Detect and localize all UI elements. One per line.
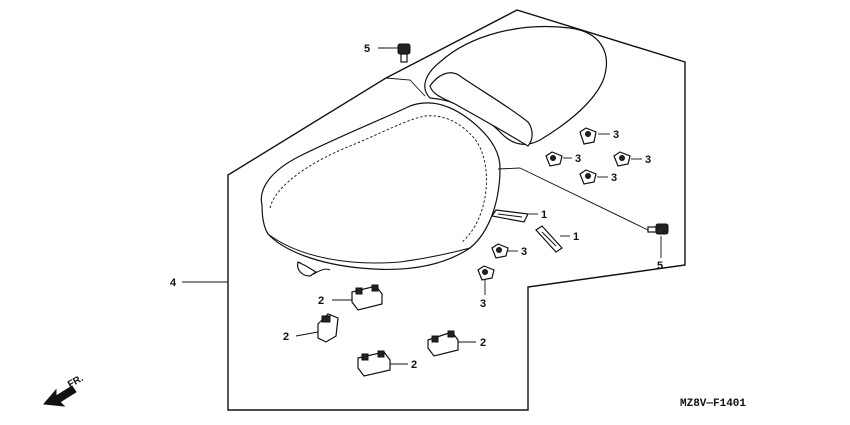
callout-3-d: 3 bbox=[611, 172, 617, 184]
direction-label: FR. bbox=[66, 373, 86, 391]
bracket-a bbox=[351, 284, 383, 311]
front-direction-indicator: FR. bbox=[42, 373, 86, 407]
rubber-strip-2 bbox=[535, 225, 563, 253]
assembly-boundary bbox=[227, 9, 686, 411]
grommet-b bbox=[545, 151, 563, 167]
bracket-d bbox=[357, 350, 391, 377]
rubber-strip-1 bbox=[490, 209, 529, 223]
callout-3-b: 3 bbox=[575, 153, 581, 165]
callout-3-f: 3 bbox=[480, 298, 486, 310]
seat-hook bbox=[297, 261, 318, 277]
rider-seat bbox=[260, 102, 501, 270]
bolt-top bbox=[397, 43, 411, 63]
bracket-c bbox=[427, 330, 459, 357]
callout-4: 4 bbox=[170, 277, 177, 289]
diagram-code: MZ8V—F1401 bbox=[680, 398, 746, 410]
pillion-band bbox=[429, 72, 533, 147]
callout-3-a: 3 bbox=[613, 129, 619, 141]
pillion-pad bbox=[424, 25, 607, 146]
callout-3-c: 3 bbox=[645, 154, 651, 166]
grommet-f bbox=[477, 265, 495, 281]
callout-2-b: 2 bbox=[283, 331, 289, 343]
rider-seat-edge bbox=[267, 233, 471, 264]
callout-5-top: 5 bbox=[364, 43, 370, 55]
callout-1-upper: 1 bbox=[541, 209, 547, 221]
callout-5-right: 5 bbox=[657, 260, 663, 272]
callout-1-lower: 1 bbox=[573, 231, 579, 243]
arrow-icon bbox=[42, 385, 77, 407]
callout-3-e: 3 bbox=[521, 246, 527, 258]
grommet-e bbox=[491, 243, 509, 259]
grommet-d bbox=[579, 169, 597, 185]
seat bbox=[260, 25, 607, 277]
callout-2-c: 2 bbox=[480, 337, 486, 349]
grommet-a bbox=[579, 127, 597, 145]
grommet-c bbox=[613, 151, 631, 167]
rider-seat-stitch bbox=[269, 115, 487, 243]
callout-2-d: 2 bbox=[411, 359, 417, 371]
bracket-b bbox=[317, 313, 339, 343]
callout-2-a: 2 bbox=[318, 295, 324, 307]
bolt-right bbox=[647, 223, 669, 235]
leader-lines bbox=[182, 47, 669, 365]
